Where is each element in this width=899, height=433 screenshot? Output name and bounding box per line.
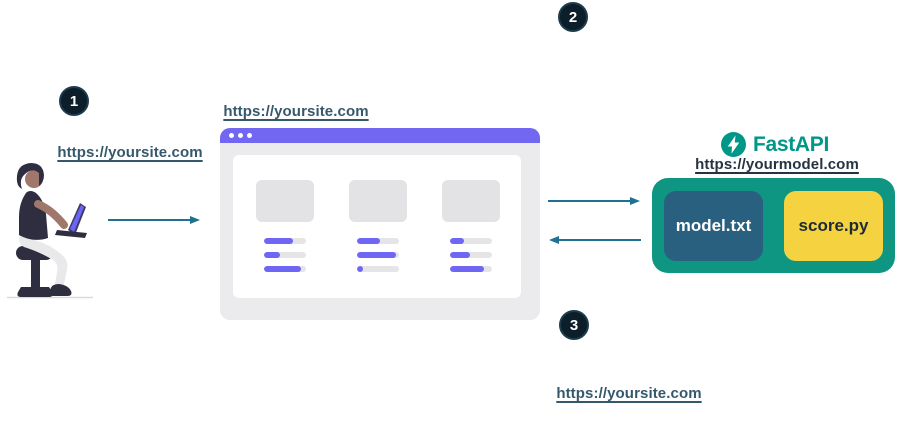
card-text-bar <box>264 252 306 258</box>
step-badge-1: 1 <box>59 86 89 116</box>
window-dot-icon <box>229 133 234 138</box>
browser-card <box>442 180 500 298</box>
request-arrow-browser-to-api <box>548 197 640 205</box>
request-arrow-user-to-browser <box>108 216 200 224</box>
fastapi-brand-name: FastAPI <box>752 132 830 156</box>
card-image-placeholder <box>256 180 314 222</box>
step-badge-2: 2 <box>558 2 588 32</box>
browser-content <box>233 155 521 298</box>
card-text-bar <box>450 238 492 244</box>
response-site-link[interactable]: https://yoursite.com <box>556 385 702 402</box>
step-number: 1 <box>69 92 79 110</box>
fastapi-bolt-icon <box>720 132 746 157</box>
card-image-placeholder <box>442 180 500 222</box>
person-laptop-illustration <box>7 163 93 299</box>
card-text-bar <box>357 238 399 244</box>
step-number: 3 <box>569 316 579 334</box>
card-text-bar <box>264 266 306 272</box>
browser-card <box>256 180 314 298</box>
card-text-bar <box>357 266 399 272</box>
fastapi-brand: FastAPI <box>670 131 880 158</box>
card-text-bar <box>450 266 492 272</box>
score-file-box: score.py <box>784 190 883 261</box>
response-arrow-api-to-browser <box>549 236 641 244</box>
card-text-bar <box>357 252 399 258</box>
browser-window <box>220 128 540 320</box>
user-site-link[interactable]: https://yoursite.com <box>57 144 203 161</box>
step-number: 2 <box>568 8 578 26</box>
fastapi-server-box: model.txt score.py <box>652 178 895 273</box>
browser-titlebar <box>220 128 540 143</box>
browser-card <box>349 180 407 298</box>
card-image-placeholder <box>349 180 407 222</box>
browser-cards <box>256 180 500 298</box>
model-site-link[interactable]: https://yourmodel.com <box>695 156 859 173</box>
window-dot-icon <box>238 133 243 138</box>
window-dot-icon <box>247 133 252 138</box>
model-file-box: model.txt <box>664 190 763 261</box>
step-badge-3: 3 <box>559 310 589 340</box>
card-text-bar <box>450 252 492 258</box>
card-text-bar <box>264 238 306 244</box>
browser-site-link[interactable]: https://yoursite.com <box>223 103 369 120</box>
